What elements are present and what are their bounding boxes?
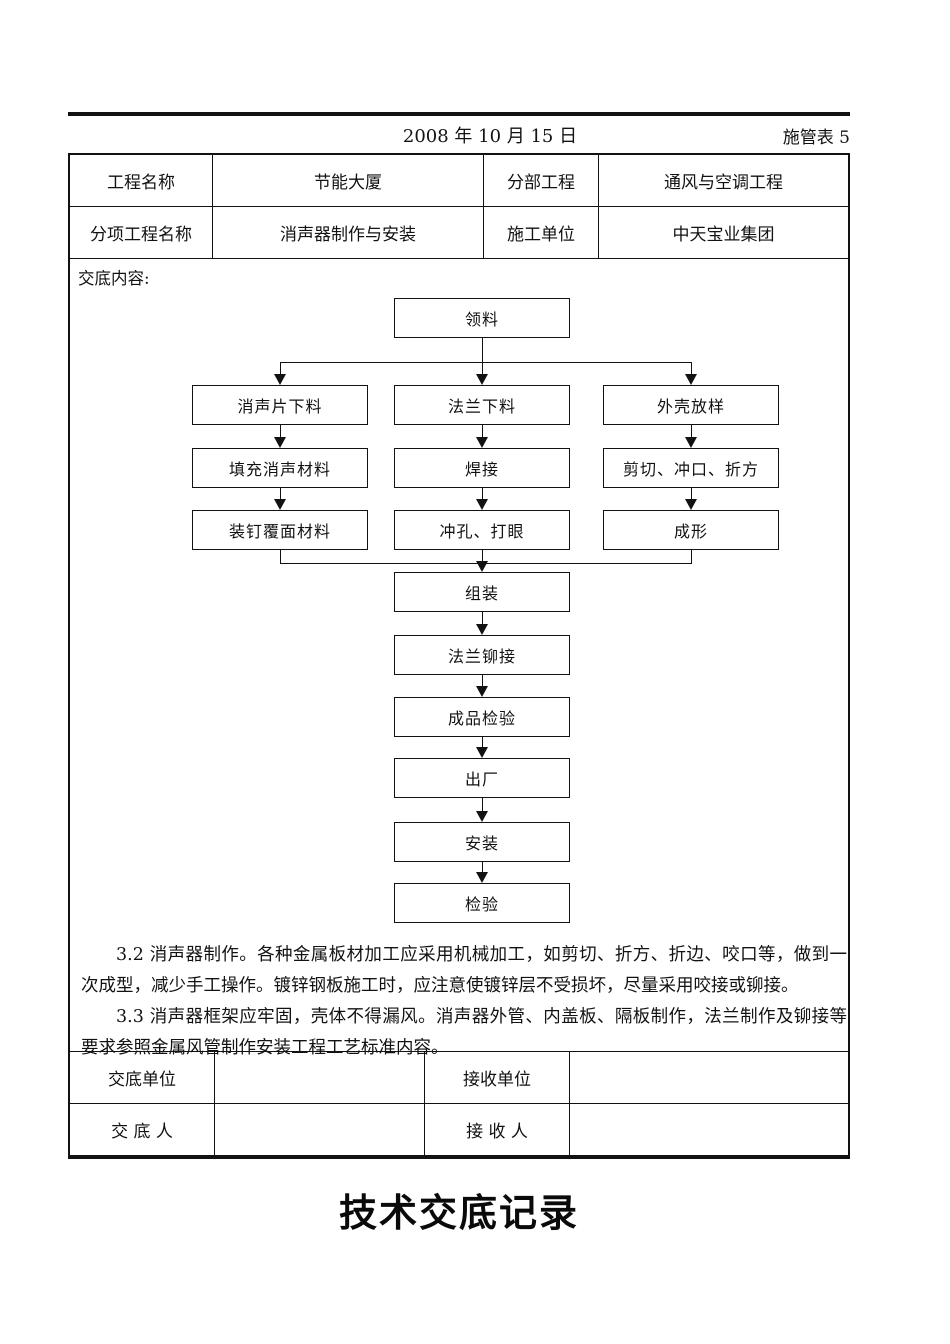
subproject-name-label: 分项工程名称	[70, 207, 213, 258]
footer-row-units: 交底单位 接收单位	[70, 1052, 848, 1104]
receiving-unit-label: 接收单位	[425, 1052, 570, 1103]
arrow-down-icon	[476, 374, 488, 385]
receiving-person-value	[570, 1104, 848, 1155]
node-shell-lofting: 外壳放样	[603, 385, 779, 425]
disclosing-person-label: 交 底 人	[70, 1104, 215, 1155]
arrow-down-icon	[685, 499, 697, 510]
connector-line	[482, 675, 483, 686]
form-number: 施管表 5	[782, 128, 850, 148]
arrow-down-icon	[685, 437, 697, 448]
project-name-label: 工程名称	[70, 155, 213, 206]
arrow-down-icon	[685, 374, 697, 385]
node-receive-material: 领料	[394, 298, 570, 338]
node-welding: 焊接	[394, 448, 570, 488]
connector-line	[691, 550, 692, 563]
node-forming: 成形	[603, 510, 779, 550]
subproject-name-value: 消声器制作与安装	[213, 207, 484, 258]
arrow-down-icon	[476, 499, 488, 510]
header-row-subproject: 分项工程名称 消声器制作与安装 施工单位 中天宝业集团	[70, 207, 848, 259]
node-nail-facing-material: 装钉覆面材料	[192, 510, 368, 550]
node-flange-cutting: 法兰下料	[394, 385, 570, 425]
arrow-down-icon	[476, 561, 488, 572]
header-row-project: 工程名称 节能大厦 分部工程 通风与空调工程	[70, 155, 848, 207]
paragraph-3-3: 3.3 消声器框架应牢固，壳体不得漏风。消声器外管、内盖板、隔板制作，法兰制作及…	[81, 1007, 847, 1058]
connector-line	[691, 362, 692, 374]
node-silencer-sheet-cutting: 消声片下料	[192, 385, 368, 425]
receiving-person-label: 接 收 人	[425, 1104, 570, 1155]
arrow-down-icon	[476, 624, 488, 635]
connector-line	[482, 362, 483, 374]
arrow-down-icon	[476, 437, 488, 448]
connector-line	[280, 488, 281, 499]
connector-line	[482, 550, 483, 561]
connector-line	[482, 488, 483, 499]
disclosing-unit-label: 交底单位	[70, 1052, 215, 1103]
document-title: 技术交底记录	[338, 1191, 579, 1235]
connector-line	[280, 550, 281, 563]
project-name-value: 节能大厦	[213, 155, 484, 206]
connector-line	[691, 425, 692, 437]
footer-row-persons: 交 底 人 接 收 人	[70, 1104, 848, 1155]
division-work-value: 通风与空调工程	[664, 173, 783, 193]
node-shear-punch-fold: 剪切、冲口、折方	[603, 448, 779, 488]
arrow-down-icon	[476, 811, 488, 822]
paragraph-3-2: 3.2 消声器制作。各种金属板材加工应采用机械加工，如剪切、折方、折边、咬口等，…	[81, 945, 847, 996]
arrow-down-icon	[476, 686, 488, 697]
node-installation: 安装	[394, 822, 570, 862]
arrow-down-icon	[274, 437, 286, 448]
connector-line	[482, 798, 483, 811]
connector-line	[482, 737, 483, 747]
disclosure-paragraphs: 3.2 消声器制作。各种金属板材加工应采用机械加工，如剪切、折方、折边、咬口等，…	[81, 940, 847, 1064]
disclosing-unit-value	[215, 1052, 425, 1103]
arrow-down-icon	[274, 499, 286, 510]
arrow-down-icon	[476, 747, 488, 758]
disclosing-person-value	[215, 1104, 425, 1155]
node-leave-factory: 出厂	[394, 758, 570, 798]
top-rule-divider	[68, 112, 850, 116]
arrow-down-icon	[274, 374, 286, 385]
node-inspection: 检验	[394, 883, 570, 923]
connector-line	[280, 362, 692, 363]
node-finished-product-inspection: 成品检验	[394, 697, 570, 737]
node-punch-drill-holes: 冲孔、打眼	[394, 510, 570, 550]
connector-line	[482, 338, 483, 362]
connector-line	[482, 612, 483, 624]
connector-line	[482, 862, 483, 872]
node-flange-riveting: 法兰铆接	[394, 635, 570, 675]
division-work-label: 分部工程	[484, 155, 599, 206]
connector-line	[482, 425, 483, 437]
construction-unit-label: 施工单位	[484, 207, 599, 258]
document-date: 2008 年 10 月 15 日	[402, 126, 578, 147]
connector-line	[280, 362, 281, 374]
construction-unit-value: 中天宝业集团	[672, 225, 775, 245]
arrow-down-icon	[476, 872, 488, 883]
connector-line	[280, 425, 281, 437]
connector-line	[691, 488, 692, 499]
node-assembly: 组装	[394, 572, 570, 612]
node-fill-silencing-material: 填充消声材料	[192, 448, 368, 488]
disclosure-content-label: 交底内容:	[78, 269, 150, 288]
disclosure-content-cell: 交底内容: 领料 消声片下料 法兰下料 外壳放样 填充消声材料 焊接 剪切、冲口…	[70, 259, 848, 1058]
meta-row: 2008 年 10 月 15 日 施管表 5	[68, 122, 850, 148]
disclosure-form-table: 工程名称 节能大厦 分部工程 通风与空调工程 分项工程名称 消声器制作与安装 施…	[68, 153, 850, 1159]
